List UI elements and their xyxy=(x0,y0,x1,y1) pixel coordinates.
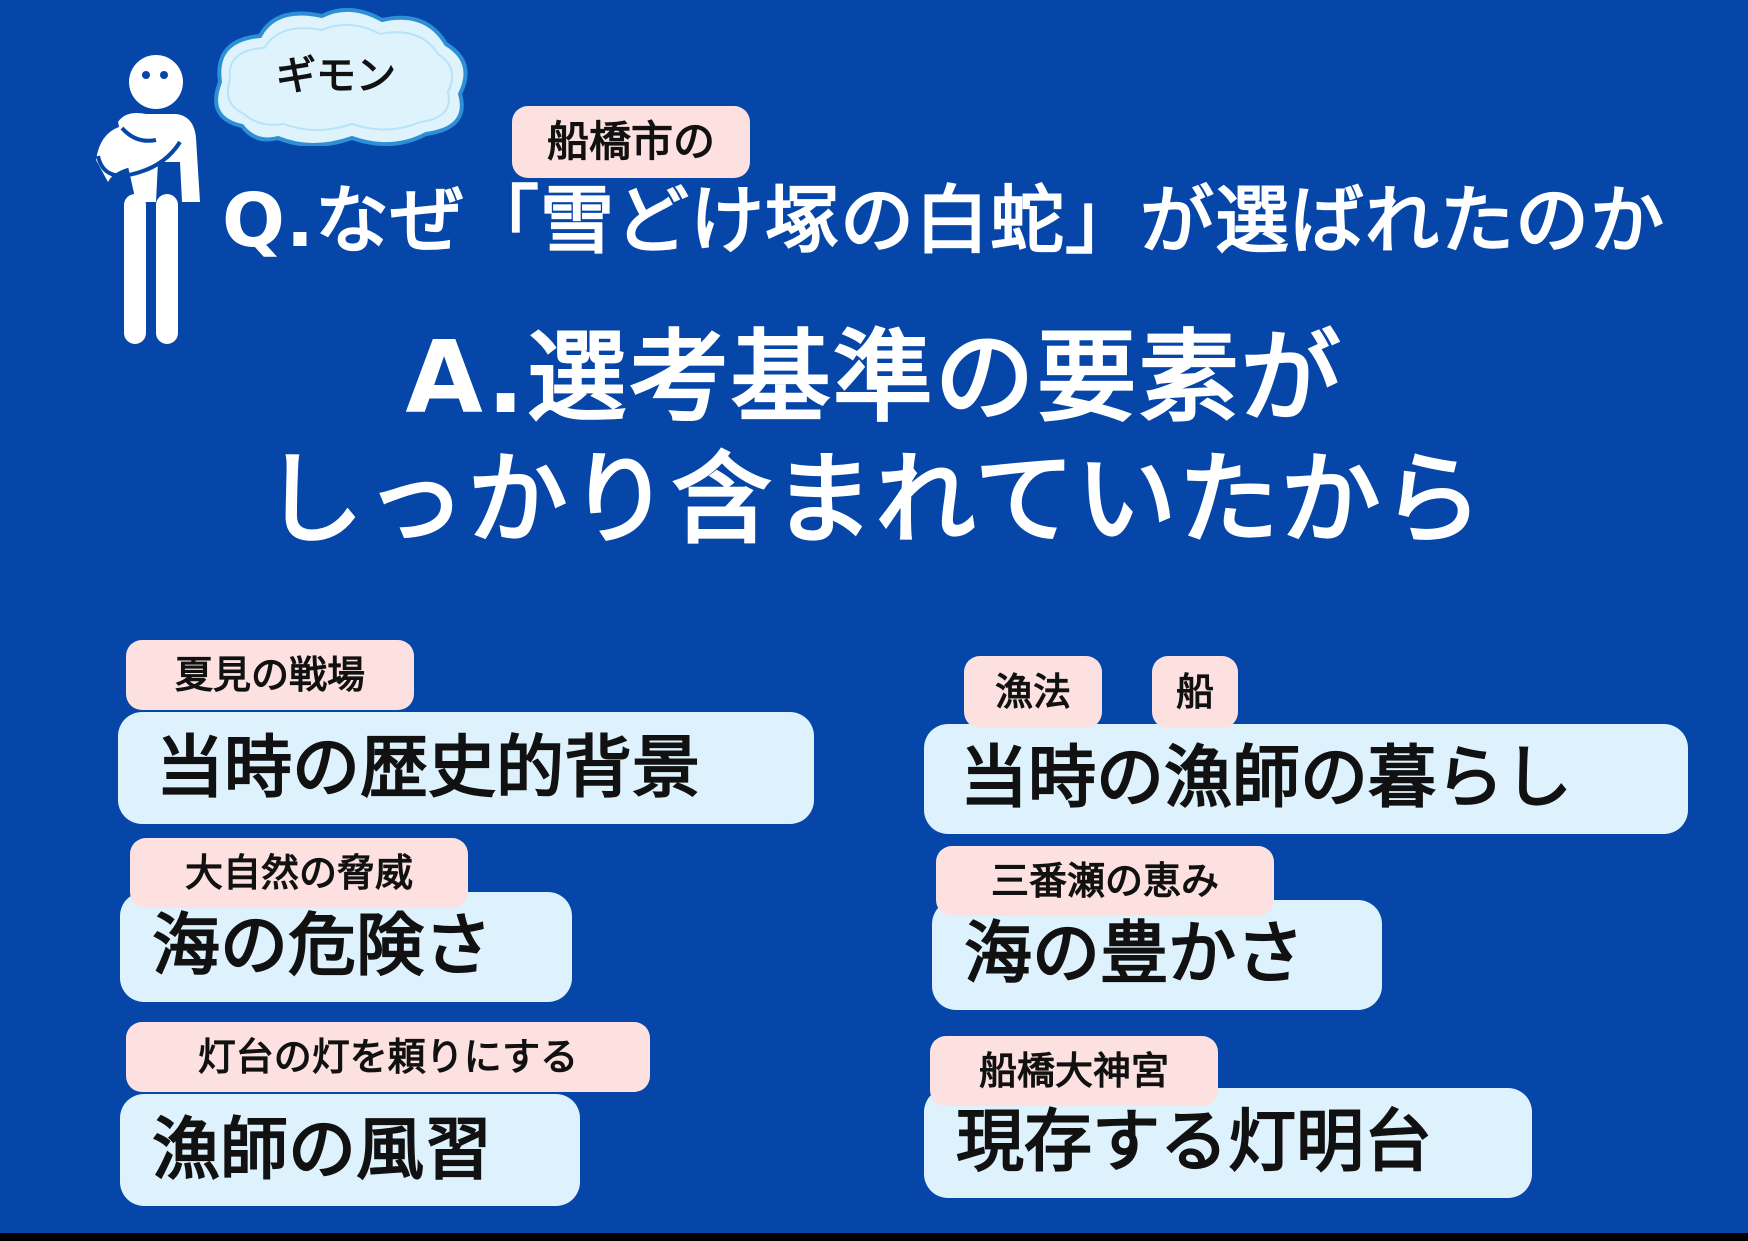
element-box-fishermen-custom: 漁師の風習 xyxy=(120,1094,580,1206)
bottom-border xyxy=(0,1233,1748,1241)
element-tag-sanbanze-blessing: 三番瀬の恵み xyxy=(936,846,1274,916)
answer-line-2: しっかり含まれていたから xyxy=(263,441,1485,558)
element-tag-natsumi-battlefield: 夏見の戦場 xyxy=(126,640,414,710)
element-text: 当時の漁師の暮らし xyxy=(960,739,1573,818)
element-box-fishermen-life: 当時の漁師の暮らし xyxy=(924,724,1688,834)
question-text: Q.なぜ「雪どけ塚の白蛇」が選ばれたのか xyxy=(222,178,1666,264)
thinking-person-icon xyxy=(96,55,200,344)
element-box-sea-richness: 海の豊かさ xyxy=(932,900,1382,1010)
element-box-historical-background: 当時の歴史的背景 xyxy=(118,712,814,824)
element-box-existing-lighthouse: 現存する灯明台 xyxy=(924,1088,1532,1198)
element-text: 漁師の風習 xyxy=(152,1111,493,1190)
cloud-icon xyxy=(214,7,468,146)
bubble-label: ギモン xyxy=(276,53,396,99)
element-tag-rely-on-lighthouse: 灯台の灯を頼りにする xyxy=(126,1022,650,1092)
answer-line-1: A.選考基準の要素が xyxy=(405,319,1343,436)
element-text: 海の豊かさ xyxy=(964,915,1305,994)
element-box-sea-danger: 海の危険さ xyxy=(120,892,572,1002)
element-text: 現存する灯明台 xyxy=(956,1103,1433,1182)
element-text: 海の危険さ xyxy=(152,907,493,986)
element-tag-nature-threat: 大自然の脅威 xyxy=(130,838,468,908)
element-tag-funabashi-daijingu: 船橋大神宮 xyxy=(930,1036,1218,1106)
question-annotation-tag: 船橋市の xyxy=(512,106,750,178)
element-tag-fishing-method: 漁法 xyxy=(964,656,1102,728)
element-text: 当時の歴史的背景 xyxy=(156,729,701,808)
element-tag-boat: 船 xyxy=(1152,656,1238,728)
